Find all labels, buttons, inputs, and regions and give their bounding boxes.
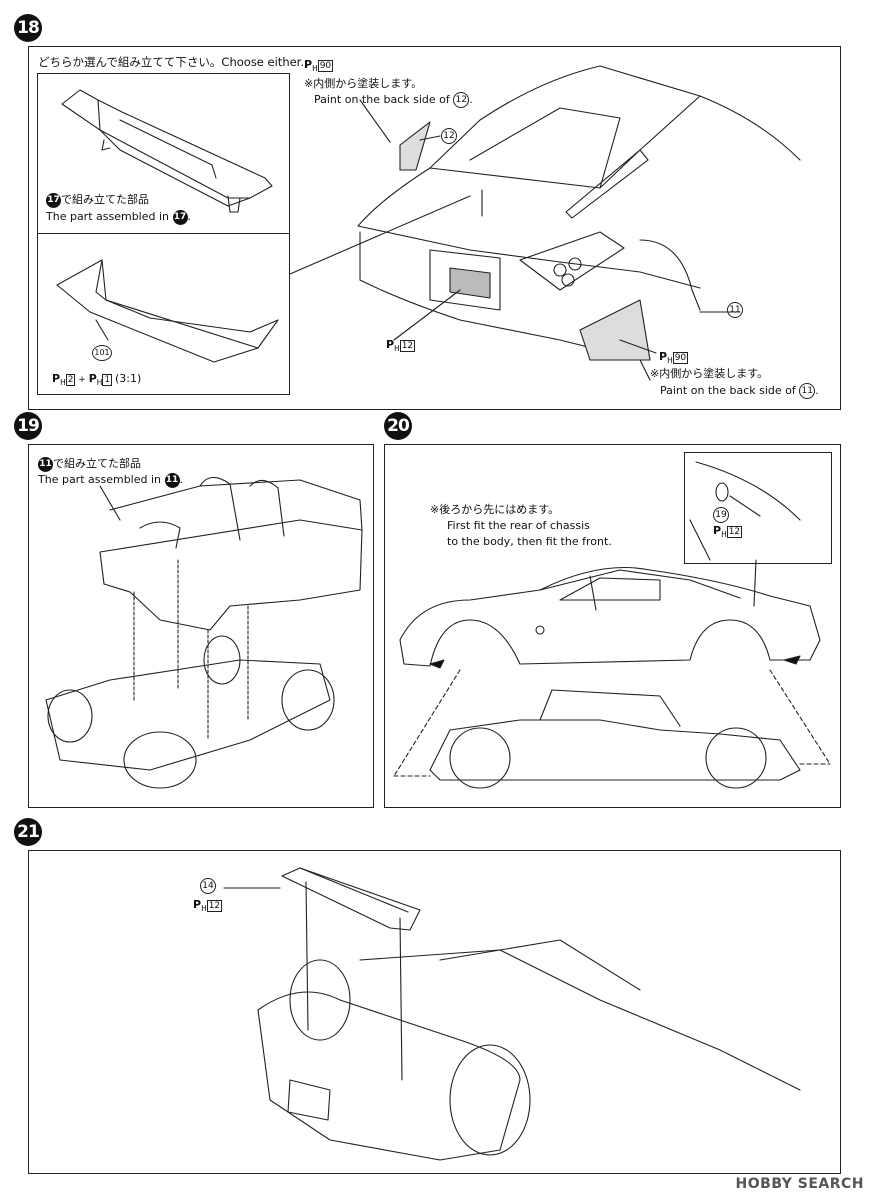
- paint-bottom-en: Paint on the back side of 11.: [660, 383, 819, 399]
- ref-11-badge: 11: [38, 456, 53, 472]
- option-a-jp: 17で組み立てた部品: [46, 192, 149, 208]
- part-11-circle: 11: [727, 302, 743, 318]
- step-20-note-jp: ※後ろから先にはめます。: [430, 503, 560, 516]
- option-a-jp-text: で組み立てた部品: [61, 193, 149, 206]
- part-11-circle-note: 11: [799, 383, 816, 399]
- car-front-drawing: [223, 867, 801, 1161]
- option-a-en-text: The part assembled in: [46, 210, 170, 223]
- choose-either-note: どちらか選んで組み立てて下さい。Choose either.: [38, 55, 305, 69]
- hobby-search-watermark: HOBBY SEARCH: [735, 1176, 864, 1192]
- car-side-drawing: [393, 461, 831, 789]
- paint-bottom-jp: ※内側から塗装します。: [650, 367, 769, 380]
- part-12-circle: 12: [441, 128, 457, 144]
- part-19-circle: 19: [713, 507, 729, 523]
- step-20-note-en-2: to the body, then fit the front.: [447, 535, 612, 548]
- rear-wing-drawing: [61, 89, 273, 213]
- step-20-detail-box: [684, 452, 832, 564]
- part-14-circle: 14: [200, 878, 216, 894]
- part-101-label: 101: [92, 345, 112, 361]
- step-19-frame: [28, 444, 374, 808]
- option-a-en: The part assembled in 17.: [46, 209, 192, 225]
- step-19-badge: 19: [14, 412, 42, 440]
- ref-17-badge: 17: [46, 192, 61, 208]
- part-101-circle: 101: [92, 345, 112, 361]
- paint-12-box-20: 12: [726, 526, 743, 538]
- step-20-badge: 20: [384, 412, 412, 440]
- part-12-circle-note: 12: [453, 92, 470, 108]
- options-divider: [37, 233, 289, 234]
- paint-code-b: 1: [102, 374, 113, 386]
- paint-top-en-text: Paint on the back side of: [314, 93, 450, 106]
- paint-12-box: 12: [399, 340, 416, 352]
- step-21-badge: 21: [14, 818, 42, 846]
- paint-code-a: 2: [65, 374, 76, 386]
- ref-17-badge-en: 17: [172, 209, 188, 225]
- mix-ratio: (3:1): [115, 372, 142, 385]
- paint-top-en: Paint on the back side of 12.: [314, 92, 473, 108]
- paint-12-box-21: 12: [206, 900, 223, 912]
- paint-90-box-b: 90: [672, 352, 689, 364]
- step-21-frame: [28, 850, 841, 1174]
- step-19-en: The part assembled in 11.: [38, 472, 184, 488]
- step-21-part-14: 14: [200, 878, 216, 894]
- step-19-en-text: The part assembled in: [38, 473, 162, 486]
- step-19-jp-text: で組み立てた部品: [53, 457, 141, 470]
- paint-top-jp: ※内側から塗装します。: [304, 77, 423, 90]
- lip-spoiler-drawing: [56, 259, 279, 363]
- step-20-note-en-1: First fit the rear of chassis: [447, 519, 590, 532]
- step-19-jp: 11で組み立てた部品: [38, 456, 141, 472]
- ref-11-badge-en: 11: [164, 472, 180, 488]
- part-12-label: 12: [441, 128, 457, 144]
- part-11-label: 11: [727, 302, 743, 318]
- paint-90-box: 90: [317, 60, 334, 72]
- car-rear-drawing: [289, 65, 801, 381]
- step-20-part-19: 19: [713, 507, 729, 523]
- paint-bottom-en-text: Paint on the back side of: [660, 384, 796, 397]
- body-chassis-drawing: [45, 476, 363, 789]
- step-18-badge: 18: [14, 14, 42, 42]
